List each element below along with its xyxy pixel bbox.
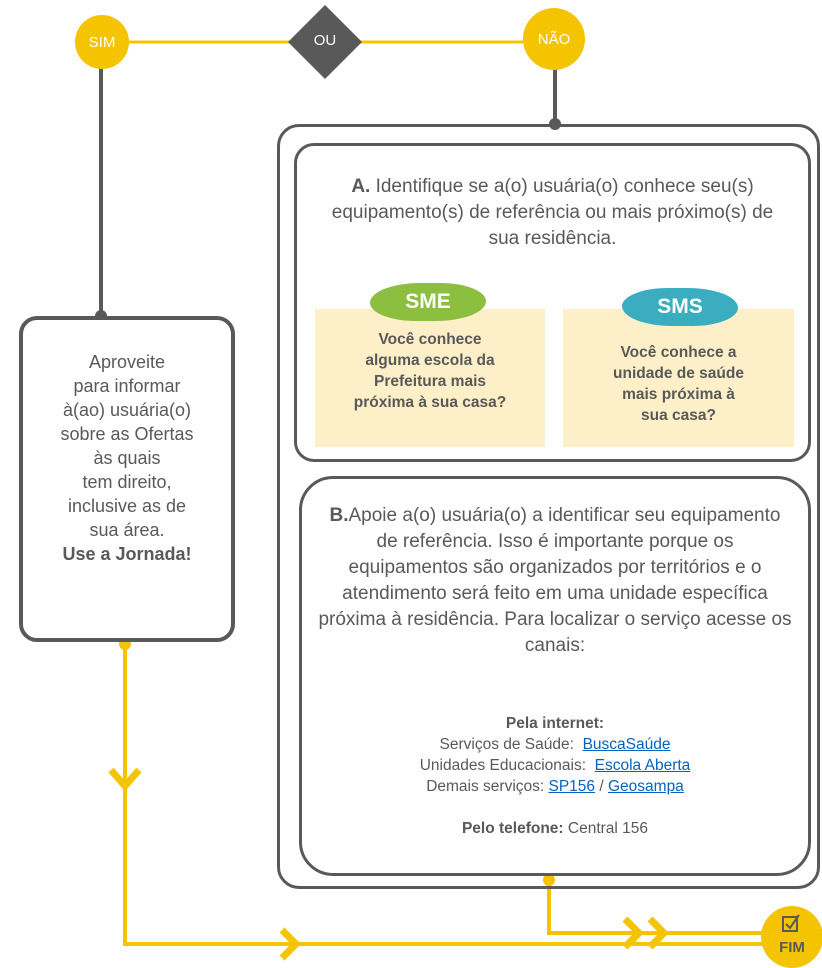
offers-text: Aproveite para informar à(ao) usuária(o)… (23, 350, 231, 566)
internet-heading: Pela internet: (505, 715, 605, 732)
phone-heading: Pelo telefone: (461, 820, 564, 837)
sme-question-line: próxima à sua casa? (353, 394, 507, 411)
jornada-cta: Use a Jornada! (62, 544, 192, 564)
sms-question-line: unidade de saúde (613, 365, 744, 382)
yes-label: SIM (88, 33, 116, 51)
geosampa-link[interactable]: Geosampa (607, 778, 684, 795)
education-label: Unidades Educacionais: (419, 757, 587, 774)
offers-line: tem direito, (82, 472, 172, 492)
chevron-right-icon-3 (647, 916, 669, 950)
step-b-description: Apoie a(o) usuária(o) a identificar seu … (318, 505, 792, 656)
offers-line: sobre as Ofertas (60, 424, 194, 444)
phone-value: Central 156 (567, 820, 649, 837)
sms-card: Você conhece a unidade de saúde mais pró… (563, 309, 794, 447)
escola-aberta-link[interactable]: Escola Aberta (594, 757, 691, 774)
offers-line: inclusive as de (67, 496, 187, 516)
step-b-letter: B. (329, 505, 349, 526)
checkbox-check-icon (782, 914, 800, 932)
sme-card: Você conhece alguma escola da Prefeitura… (315, 309, 545, 447)
or-label: OU (313, 32, 337, 49)
offers-line: Aproveite (88, 352, 166, 372)
offers-line: à(ao) usuária(o) (62, 400, 192, 420)
other-services-label: Demais serviços: (426, 778, 545, 795)
sp156-link[interactable]: SP156 (548, 778, 596, 795)
b-exit-path (547, 880, 765, 935)
chevron-down-icon (108, 767, 142, 792)
left-exit-path (123, 644, 765, 946)
step-a-letter: A. (351, 176, 371, 197)
step-b-text: B.Apoie a(o) usuária(o) a identificar se… (318, 503, 792, 659)
health-label: Serviços de Saúde: (439, 736, 574, 753)
no-branch-container (277, 124, 820, 889)
end-node: FIM (761, 906, 822, 968)
yes-node: SIM (75, 15, 129, 69)
step-a-description: Identifique se a(o) usuária(o) conhece s… (331, 176, 774, 249)
channels-list: Pela internet: Serviços de Saúde: BuscaS… (302, 713, 808, 839)
chevron-right-icon-2 (622, 916, 644, 950)
sme-question-line: Você conhece (378, 331, 482, 348)
sms-question-line: mais próxima à (622, 386, 735, 403)
no-node: NÃO (523, 8, 585, 70)
buscasaude-link[interactable]: BuscaSaúde (582, 736, 671, 753)
sms-badge: SMS (622, 288, 738, 326)
offers-box: Aproveite para informar à(ao) usuária(o)… (19, 316, 235, 642)
offers-line: para informar (73, 376, 181, 396)
sme-badge: SME (370, 283, 486, 321)
offers-line: às quais (93, 448, 161, 468)
sme-question-line: Prefeitura mais (374, 373, 486, 390)
end-label: FIM (779, 939, 805, 956)
no-label: NÃO (537, 30, 571, 48)
step-b-box: B.Apoie a(o) usuária(o) a identificar se… (299, 476, 811, 876)
sms-question-line: Você conhece a (620, 344, 737, 361)
chevron-right-icon (279, 927, 301, 961)
or-diamond (288, 5, 362, 79)
step-a-text: A. Identifique se a(o) usuária(o) conhec… (317, 174, 788, 252)
link-separator: / (599, 778, 604, 795)
sme-question-line: alguma escola da (365, 352, 495, 369)
offers-line: sua área. (89, 520, 165, 540)
sms-question-line: sua casa? (641, 407, 716, 424)
